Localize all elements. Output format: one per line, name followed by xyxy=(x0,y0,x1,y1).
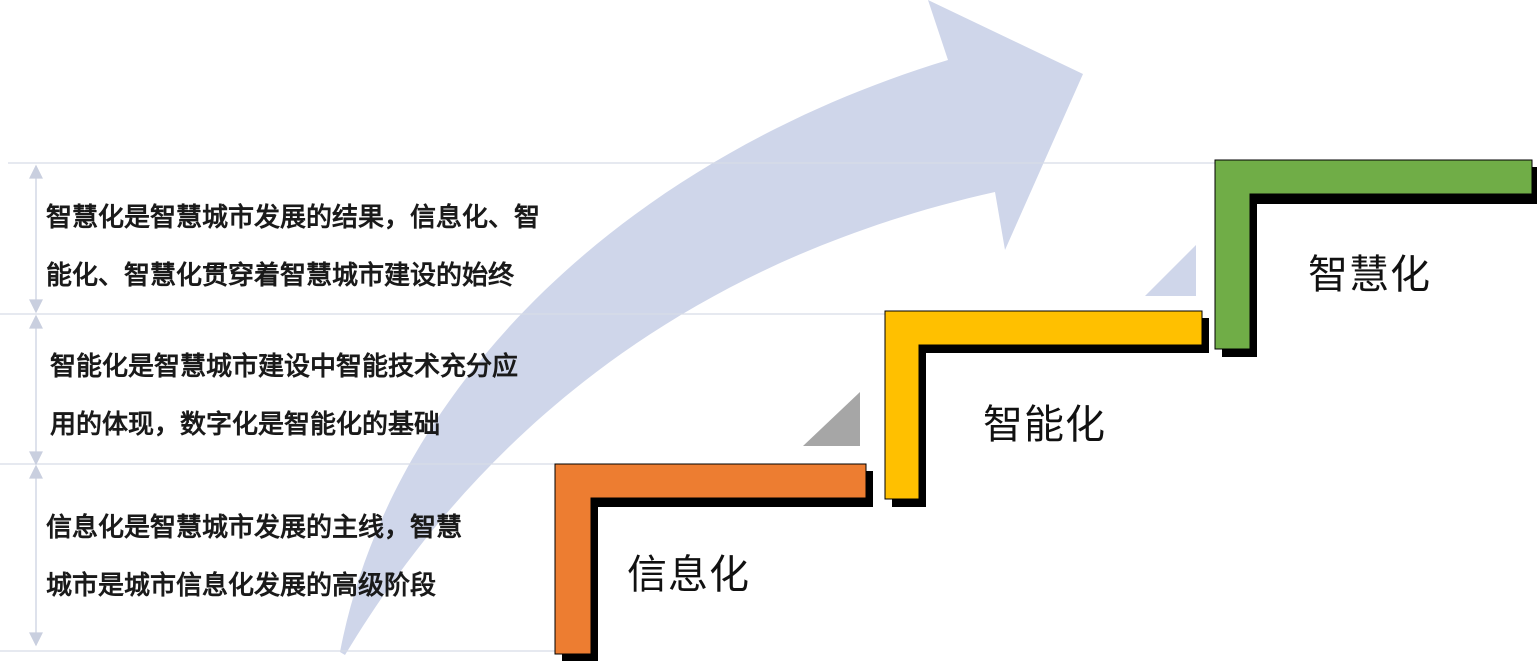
arrowhead-up-icon xyxy=(29,164,43,179)
step-2-bar xyxy=(884,310,1203,500)
description-zhinenghua: 智能化是智慧城市建设中智能技术充分应 用的体现，数字化是智能化的基础 xyxy=(50,338,518,454)
description-line: 能化、智慧化贯穿着智慧城市建设的始终 xyxy=(46,261,515,291)
description-zhihuihua: 智慧化是智慧城市发展的结果，信息化、智 能化、智慧化贯穿着智慧城市建设的始终 xyxy=(46,189,540,305)
guide-lines xyxy=(0,162,1215,652)
step-1-bar xyxy=(554,463,867,655)
step-3-bar xyxy=(1214,159,1533,350)
arrowhead-down-icon xyxy=(29,451,43,466)
wedge-blue xyxy=(1145,245,1196,296)
step-label-1: 信息化 xyxy=(627,552,750,598)
dimension-markers xyxy=(29,164,43,647)
arrowhead-down-icon xyxy=(29,632,43,647)
description-line: 智能化是智慧城市建设中智能技术充分应 xyxy=(50,352,519,382)
step-1 xyxy=(554,463,873,661)
step-2 xyxy=(884,310,1209,507)
description-line: 城市是城市信息化发展的高级阶段 xyxy=(46,571,437,601)
description-line: 信息化是智慧城市发展的主线，智慧 xyxy=(46,513,463,543)
step-label-3: 智慧化 xyxy=(1308,252,1431,298)
step-label-2: 智能化 xyxy=(983,402,1106,448)
arrowhead-up-icon xyxy=(29,314,43,329)
arrowhead-down-icon xyxy=(29,299,43,314)
step-3 xyxy=(1214,159,1537,357)
wedge-gray xyxy=(803,392,860,446)
arrowhead-up-icon xyxy=(29,464,43,479)
description-xinxihua: 信息化是智慧城市发展的主线，智慧 城市是城市信息化发展的高级阶段 xyxy=(46,499,462,615)
description-line: 智慧化是智慧城市发展的结果，信息化、智 xyxy=(46,203,541,233)
description-line: 用的体现，数字化是智能化的基础 xyxy=(50,410,441,440)
growth-arrow xyxy=(340,0,1083,655)
